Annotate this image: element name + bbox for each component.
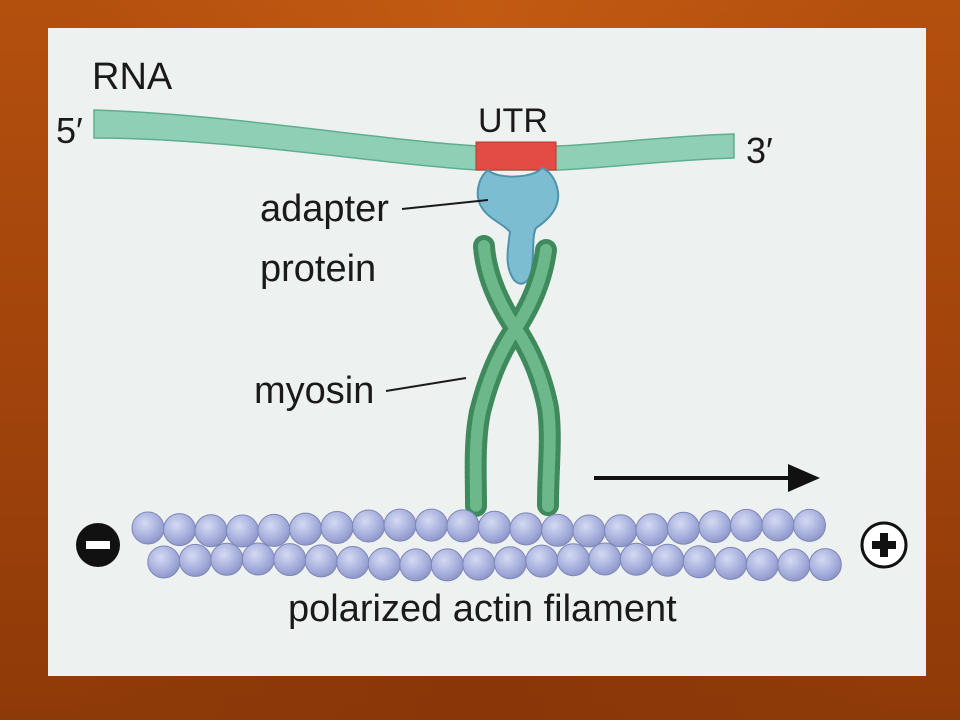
three-prime-label: 3′	[746, 130, 773, 171]
actin-bead	[745, 548, 779, 582]
actin-bead	[304, 544, 338, 578]
plus-icon-v	[880, 533, 888, 557]
actin-bead	[556, 543, 590, 577]
adapter-label: adapter	[260, 188, 389, 230]
actin-bead	[289, 512, 322, 546]
actin-bead	[241, 542, 275, 576]
actin-bead	[588, 542, 622, 576]
actin-bead	[714, 546, 748, 580]
actin-bead	[478, 510, 511, 544]
actin-filament-label: polarized actin filament	[288, 588, 677, 630]
actin-bead	[619, 542, 653, 576]
actin-bead	[509, 512, 543, 546]
actin-bead	[541, 513, 574, 547]
actin-bead	[336, 546, 370, 579]
actin-bead	[257, 513, 291, 547]
actin-bead	[163, 513, 196, 547]
actin-bead	[808, 548, 842, 582]
actin-bead	[604, 514, 637, 548]
diagram-panel: RNA 5′ 3′ UTR adapter protein myosin pol…	[48, 28, 926, 676]
rna-label: RNA	[92, 56, 173, 98]
actin-bead	[415, 508, 448, 542]
actin-bead	[352, 509, 385, 543]
actin-bead	[777, 548, 811, 582]
actin-bead	[730, 508, 763, 542]
actin-bead	[210, 542, 244, 576]
five-prime-label: 5′	[56, 110, 83, 151]
actin-bead	[462, 547, 496, 581]
protein-label: protein	[260, 248, 377, 290]
actin-bead	[572, 514, 606, 548]
utr-label: UTR	[478, 102, 548, 140]
actin-bead	[383, 508, 417, 542]
actin-bead	[399, 548, 433, 582]
actin-bead	[273, 543, 307, 577]
diagram-canvas	[76, 109, 908, 582]
direction-arrow-head	[788, 464, 820, 492]
actin-bead	[147, 545, 181, 579]
actin-bead	[131, 511, 165, 545]
actin-bead	[367, 547, 401, 581]
actin-bead	[635, 513, 669, 547]
myosin-label: myosin	[254, 370, 375, 412]
actin-bead	[698, 510, 732, 544]
adapter-leader-line	[401, 199, 489, 210]
actin-bead	[430, 548, 464, 582]
actin-bead	[320, 511, 354, 544]
actin-bead	[194, 514, 228, 548]
utr-region	[475, 141, 557, 171]
actin-bead	[667, 511, 700, 545]
myosin-leader-line	[385, 377, 467, 392]
actin-bead	[682, 545, 716, 579]
actin-bead	[493, 546, 527, 580]
myosin-strand-right-highlight	[469, 244, 552, 512]
actin-bead	[651, 543, 685, 577]
actin-bead	[226, 514, 259, 548]
rna-strand	[93, 109, 735, 171]
actin-filament	[131, 508, 842, 582]
actin-bead	[178, 543, 212, 577]
actin-bead	[793, 508, 826, 542]
actin-bead	[761, 508, 795, 542]
myosin-strand-left-highlight	[478, 240, 556, 512]
actin-bead	[525, 544, 559, 578]
minus-icon	[86, 541, 110, 549]
actin-bead	[446, 509, 480, 543]
